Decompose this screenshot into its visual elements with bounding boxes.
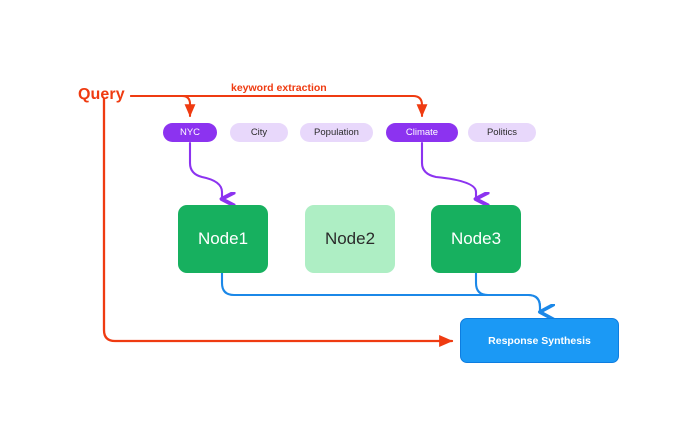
wire-node1-to-response-synthesis xyxy=(220,271,540,312)
keyword-pill-nyc[interactable]: NYC xyxy=(163,123,217,142)
query-label: Query xyxy=(78,86,125,103)
keyword-pill-climate[interactable]: Climate xyxy=(386,123,458,142)
node-box-node2[interactable]: Node2 xyxy=(305,205,395,273)
node-box-node1[interactable]: Node1 xyxy=(178,205,268,273)
node-box-node3[interactable]: Node3 xyxy=(431,205,521,273)
wire-query-to-nyc xyxy=(129,94,196,118)
keyword-pill-city[interactable]: City xyxy=(230,123,288,142)
keyword-extraction-label: keyword extraction xyxy=(231,82,327,94)
response-synthesis-box[interactable]: Response Synthesis xyxy=(460,318,619,363)
keyword-pill-politics[interactable]: Politics xyxy=(468,123,536,142)
wire-climate-to-node3 xyxy=(420,141,476,199)
keyword-pill-population[interactable]: Population xyxy=(300,123,373,142)
wire-query-to-climate xyxy=(129,94,428,118)
wire-node3-to-response-synthesis xyxy=(474,271,542,314)
wire-nyc-to-node1 xyxy=(188,141,222,199)
